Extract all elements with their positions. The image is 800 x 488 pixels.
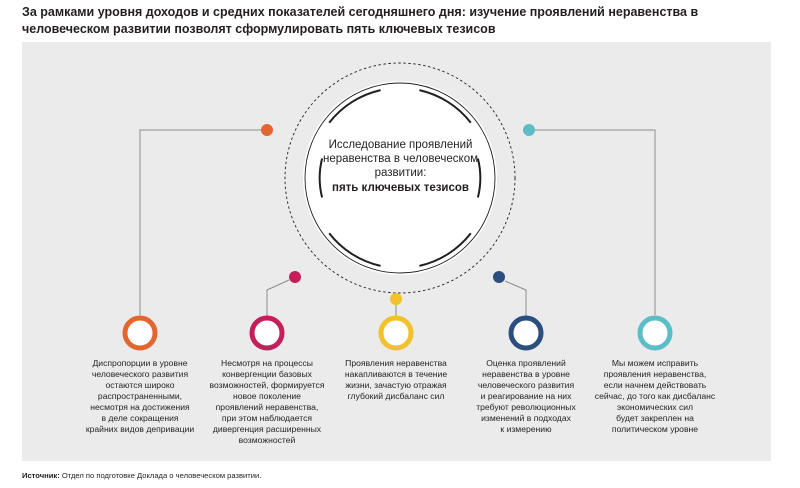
connector-line-2 (266, 279, 290, 318)
figure-title: За рамками уровня доходов и средних пока… (22, 5, 699, 36)
central-hub (284, 62, 516, 294)
thesis-5: Мы можем исправить проявления неравенств… (594, 358, 716, 434)
arc-right (476, 158, 482, 198)
thesis-1: Диспропорции в уровне человеческого разв… (85, 358, 195, 434)
connector-line-4 (504, 280, 527, 318)
arc-bottom-left (328, 232, 381, 267)
center-line-2: неравенства в человеческом (323, 153, 478, 165)
connector-line-5 (535, 129, 656, 315)
arc-bottom-right (419, 232, 472, 267)
arc-top-left (328, 89, 381, 124)
outer-dashed-ring (284, 62, 516, 294)
thesis-2: Несмотря на процессы конвергенции базовы… (209, 358, 325, 445)
source-text: Отдел по подготовке Доклада о человеческ… (59, 471, 262, 480)
ring-orange (122, 315, 158, 351)
dot-orange (261, 124, 273, 136)
dot-yellow (390, 293, 402, 305)
center-line-1: Исследование проявлений (328, 139, 473, 151)
ring-magenta (249, 315, 285, 351)
inner-thin-ring (304, 82, 496, 274)
source-label: Источник: (22, 471, 60, 480)
connector-line-1 (139, 129, 261, 315)
center-label: Исследование проявлений неравенства в че… (318, 138, 483, 195)
thesis-3: Проявления неравенства накапливаются в т… (344, 358, 448, 401)
source-note: Источник: Отдел по подготовке Доклада о … (22, 471, 261, 480)
ring-navy (508, 315, 544, 351)
thesis-4: Оценка проявлений неравенства в уровне ч… (476, 358, 576, 434)
center-line-3: развитии: (374, 167, 427, 179)
center-bold-label: пять ключевых тезисов (332, 182, 469, 194)
arc-top-right (419, 89, 472, 124)
dot-magenta (289, 271, 301, 283)
arc-left (318, 158, 324, 198)
dot-navy (493, 271, 505, 283)
ring-yellow (378, 315, 414, 351)
dot-teal (523, 124, 535, 136)
white-disc (303, 81, 497, 275)
ring-teal (637, 315, 673, 351)
